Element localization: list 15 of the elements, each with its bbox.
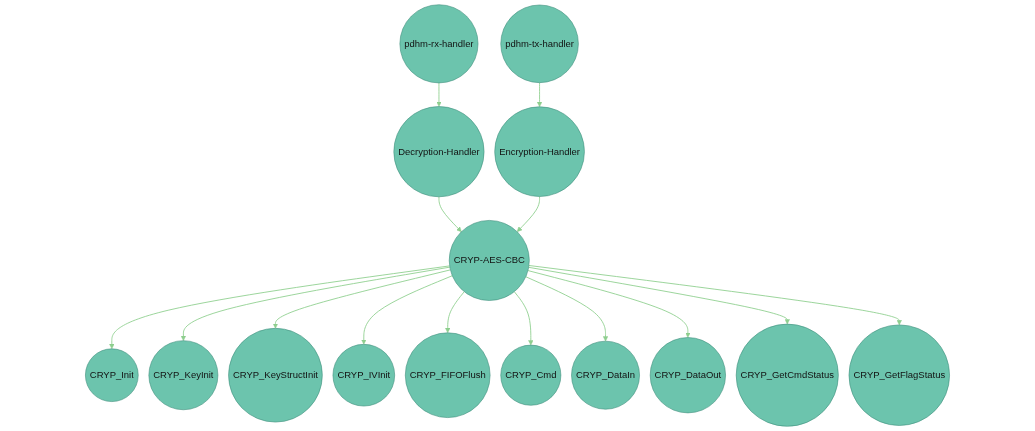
node-circle: CRYP_FIFOFlush (405, 332, 491, 418)
node-circle: CRYP_KeyInit (148, 340, 219, 411)
node-circle: CRYP_DataOut (649, 337, 726, 414)
node-circle: Encryption-Handler (494, 106, 585, 197)
node-circle: pdhm-tx-handler (500, 4, 579, 83)
node-circle: CRYP_KeyStructInit (228, 328, 323, 423)
node-circle: CRYP_Init (85, 348, 139, 402)
node-circle: CRYP_GetCmdStatus (735, 323, 839, 427)
node-circle: CRYP_Cmd (500, 344, 562, 406)
node-circle: CRYP_DataIn (571, 340, 640, 410)
node-circle: Decryption-Handler (393, 106, 485, 198)
node-circle: pdhm-rx-handler (399, 4, 479, 84)
node-circle: CRYP_GetFlagStatus (848, 324, 950, 426)
node-circle: CRYP_IVInit (332, 344, 395, 407)
node-circle: CRYP-AES-CBC (448, 220, 530, 301)
